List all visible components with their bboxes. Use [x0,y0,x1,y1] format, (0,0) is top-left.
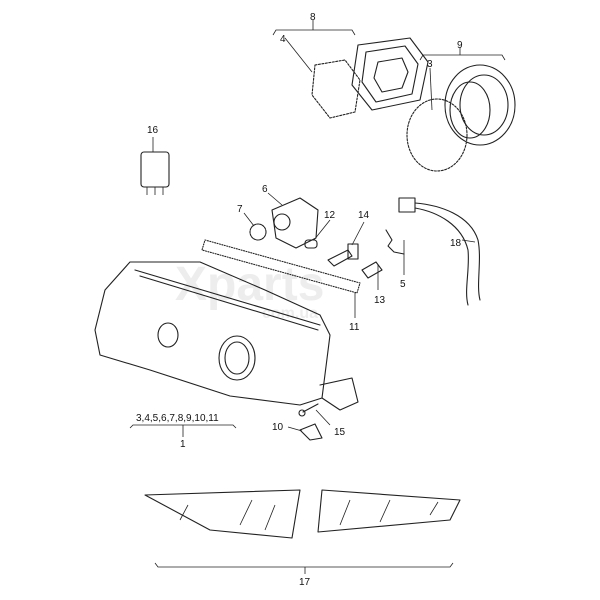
part-15-screw[interactable] [298,403,319,417]
part-8-cap[interactable] [351,37,429,111]
callout-5: 5 [400,279,406,290]
callout-1: 1 [180,439,186,450]
callout-10: 10 [272,422,284,433]
part-4-gasket[interactable] [311,59,361,119]
callout-6: 6 [262,184,268,195]
part-13-bulb[interactable] [361,261,383,279]
part-16-relay[interactable] [140,151,170,195]
callout-17: 17 [299,577,311,588]
part-17-glass-left[interactable] [144,489,301,539]
callout-13: 13 [374,295,386,306]
callout-group-1: 3,4,5,6,7,8,9,10,11 [136,413,219,424]
leader-lines [129,20,506,574]
part-3-gasket[interactable] [406,98,468,172]
part-18-harness[interactable] [398,197,481,306]
part-7-ring[interactable] [249,223,267,241]
part-14-bulb[interactable] [327,243,359,267]
callout-14: 14 [358,210,370,221]
part-9-ring[interactable] [444,64,516,146]
callout-12: 12 [324,210,336,221]
callout-15: 15 [334,427,346,438]
watermark-domain: com.ua [262,305,318,322]
part-11-seal-strip[interactable] [201,239,361,294]
part-17-glass-right[interactable] [317,489,461,533]
callout-18: 18 [450,238,462,249]
callout-8: 8 [310,12,316,23]
watermark-brand: Xparts [175,258,324,311]
callout-16: 16 [147,125,159,136]
part-5-spring[interactable] [385,229,405,255]
part-12-bulb[interactable] [304,239,318,249]
callout-4: 4 [280,34,286,45]
callout-7: 7 [237,204,243,215]
callout-3: 3 [427,59,433,70]
part-1-headlamp[interactable] [94,261,359,411]
part-10-clip[interactable] [299,423,323,441]
callout-9: 9 [457,40,463,51]
callout-11: 11 [349,322,360,333]
